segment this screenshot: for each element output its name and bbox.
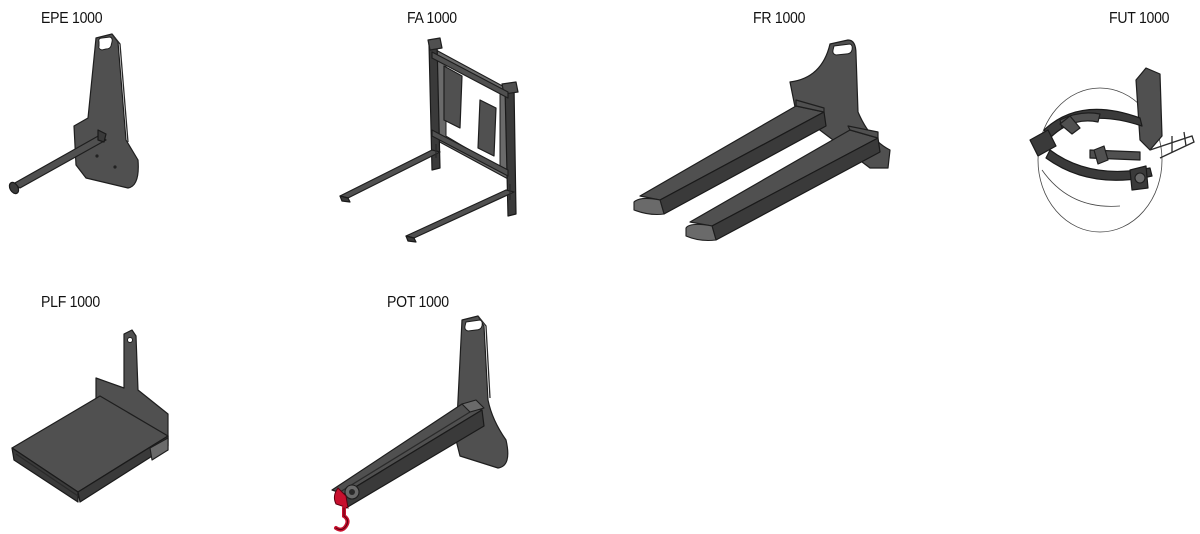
fr-1000-attachment-icon	[633, 39, 891, 242]
hook-icon	[333, 487, 350, 532]
product-label: PLF 1000	[41, 294, 100, 311]
product-label: FR 1000	[753, 10, 806, 27]
fa-1000-attachment-icon	[339, 37, 519, 243]
product-label: FUT 1000	[1109, 10, 1170, 27]
plf-1000-attachment-icon	[11, 329, 169, 503]
product-label: POT 1000	[387, 294, 449, 311]
pot-1000-attachment-icon	[331, 315, 509, 532]
epe-1000-attachment-icon	[8, 33, 139, 195]
fut-1000-attachment-icon	[1029, 67, 1195, 233]
product-label: FA 1000	[407, 10, 457, 27]
product-label: EPE 1000	[41, 10, 103, 27]
